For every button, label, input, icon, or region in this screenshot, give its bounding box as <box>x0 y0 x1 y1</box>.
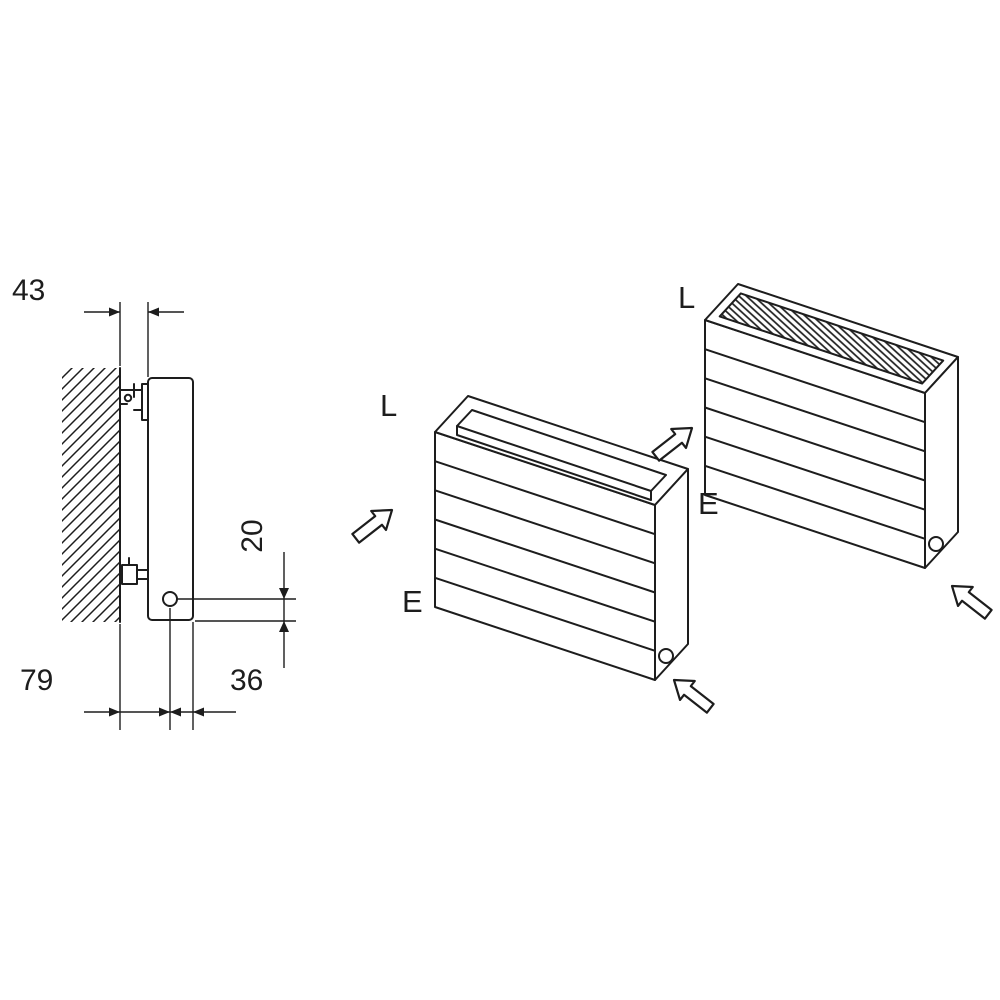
front-slat-lines <box>704 348 926 540</box>
flow-direction-arrow-icon <box>943 575 997 625</box>
label-end-E: E <box>402 584 423 619</box>
top-opening-rim <box>456 409 667 492</box>
dim-20-label: 20 <box>236 519 269 552</box>
dim-43-label: 43 <box>12 274 45 307</box>
label-length-L: L <box>380 388 397 423</box>
front-slat-lines <box>434 460 656 652</box>
label-end-E: E <box>698 486 719 521</box>
pipe-connection-side <box>162 591 178 607</box>
radiator-isometric-grille: L E <box>647 280 997 625</box>
flow-direction-arrow-icon <box>347 499 401 549</box>
dimension-43: 43 <box>12 274 184 377</box>
wall-hatching <box>62 368 120 622</box>
dimension-20: 20 <box>177 519 296 668</box>
side-face <box>924 356 959 569</box>
side-face <box>654 468 689 681</box>
radiator-side-profile <box>147 377 194 621</box>
dim-36-label: 36 <box>230 664 263 697</box>
pipe-connection <box>658 648 674 664</box>
dimension-79-36: 79 36 <box>20 608 263 730</box>
dim-79-label: 79 <box>20 664 53 697</box>
top-opening-inner-wall <box>456 425 652 501</box>
top-mounting-bracket <box>119 383 149 421</box>
radiator-isometric-open: L E <box>347 388 719 719</box>
side-view: 43 20 79 36 <box>12 274 296 730</box>
flow-direction-arrow-icon <box>665 669 719 719</box>
pipe-connection <box>928 536 944 552</box>
top-grille <box>718 292 945 385</box>
label-length-L: L <box>678 280 695 315</box>
bottom-mounting-bracket <box>121 557 149 585</box>
